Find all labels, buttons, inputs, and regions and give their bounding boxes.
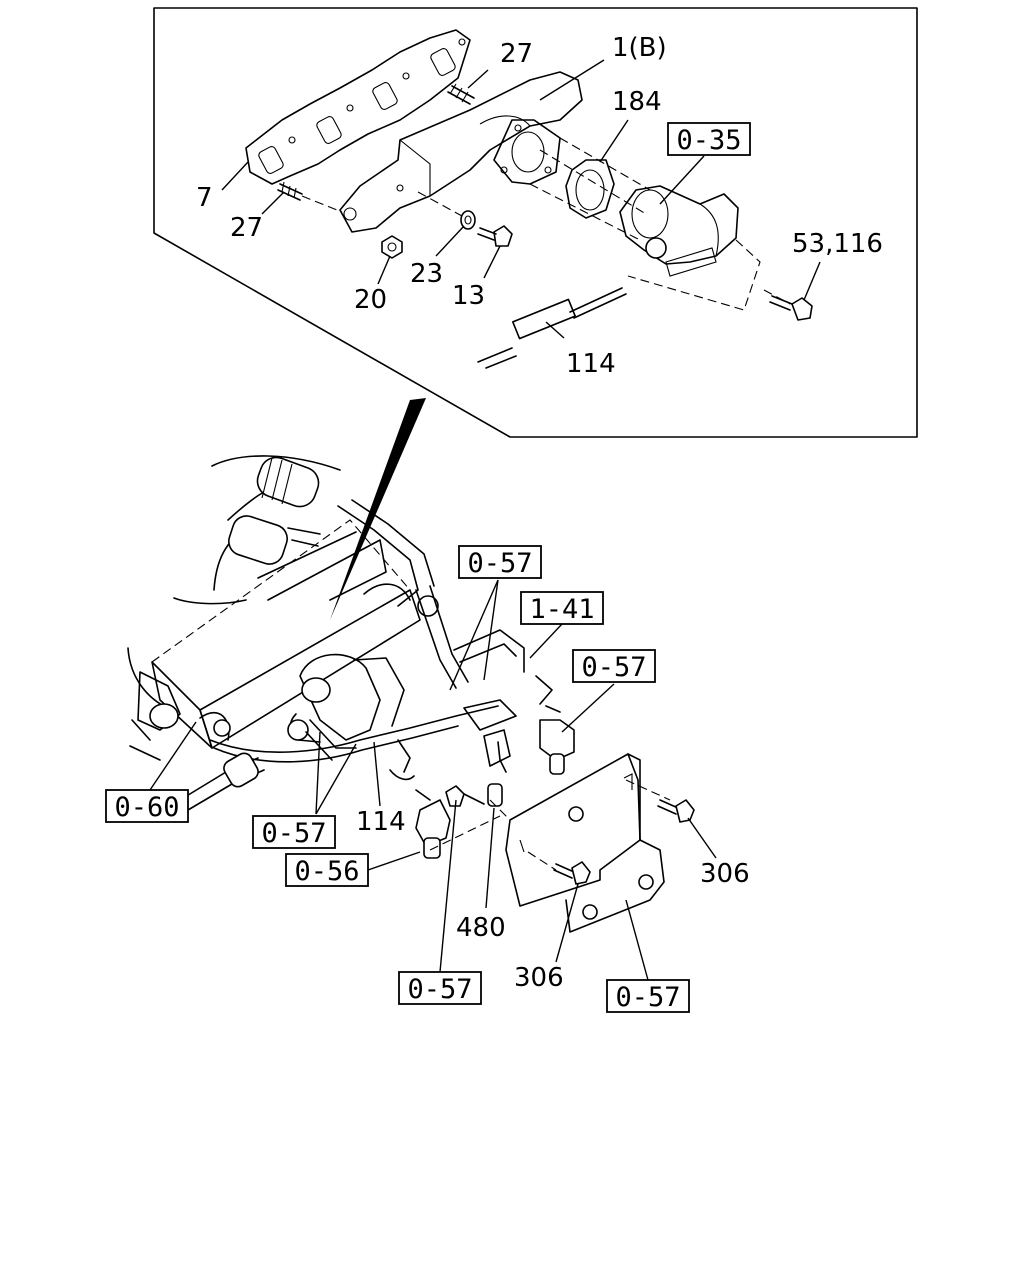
stud-part-27-left bbox=[277, 181, 303, 201]
ref-box-0-57-bottom-left: 0-57 bbox=[398, 971, 482, 1005]
svg-text:0-60: 0-60 bbox=[114, 792, 179, 823]
callout-306-bottom: 306 bbox=[514, 963, 564, 993]
ref-box-0-57-bottom-right: 0-57 bbox=[606, 979, 690, 1013]
leader-lines bbox=[149, 59, 821, 981]
callout-480: 480 bbox=[456, 913, 506, 943]
callout-306-right: 306 bbox=[700, 859, 750, 889]
callout-114-top: 114 bbox=[566, 349, 616, 379]
ref-box-0-57-upper: 0-57 bbox=[458, 545, 542, 579]
callout-7: 7 bbox=[196, 183, 213, 213]
svg-text:1-41: 1-41 bbox=[529, 594, 594, 625]
callout-184: 184 bbox=[612, 87, 662, 117]
bolt-part-13 bbox=[477, 225, 513, 247]
svg-text:0-57: 0-57 bbox=[467, 548, 532, 579]
part-callouts: 27 1(B) 184 7 27 53,116 23 13 20 114 114… bbox=[196, 33, 883, 993]
callout-27-top: 27 bbox=[500, 39, 533, 69]
callout-20: 20 bbox=[354, 285, 387, 315]
detail-inset-frame bbox=[153, 7, 918, 438]
callout-53-116: 53,116 bbox=[792, 229, 883, 259]
exhaust-manifold-part-1b bbox=[339, 71, 583, 233]
callout-1b: 1(B) bbox=[612, 33, 667, 63]
callout-13: 13 bbox=[452, 281, 485, 311]
callout-114-bottom: 114 bbox=[356, 807, 406, 837]
callout-27-left: 27 bbox=[230, 213, 263, 243]
gasket-part-184 bbox=[565, 159, 615, 219]
ref-box-0-35: 0-35 bbox=[667, 122, 751, 156]
svg-text:0-57: 0-57 bbox=[407, 974, 472, 1005]
gasket-part-7 bbox=[245, 29, 471, 185]
svg-text:0-57: 0-57 bbox=[581, 652, 646, 683]
alignment-dashes-detail bbox=[301, 137, 791, 311]
svg-text:0-57: 0-57 bbox=[261, 818, 326, 849]
callout-23: 23 bbox=[410, 259, 443, 289]
ref-box-0-60: 0-60 bbox=[105, 789, 189, 823]
engine-assembly bbox=[127, 455, 695, 933]
detail-pointer-wedge bbox=[330, 398, 426, 620]
bolt-part-53-116 bbox=[769, 295, 813, 321]
ref-box-0-57-right: 0-57 bbox=[572, 649, 656, 683]
svg-text:0-35: 0-35 bbox=[676, 125, 741, 156]
svg-text:0-56: 0-56 bbox=[294, 856, 359, 887]
ref-box-0-56: 0-56 bbox=[285, 853, 369, 887]
ref-box-1-41: 1-41 bbox=[520, 591, 604, 625]
reference-boxes: 0-35 0-57 1-41 0-57 0-60 0-57 0-56 0-57 bbox=[105, 122, 751, 1013]
exhaust-brake-housing bbox=[619, 185, 739, 277]
rod-part-114 bbox=[477, 287, 627, 369]
svg-text:0-57: 0-57 bbox=[615, 982, 680, 1013]
nut-part-20 bbox=[381, 235, 403, 259]
stud-part-27-top bbox=[447, 83, 475, 105]
washer-part-23 bbox=[460, 210, 476, 230]
ref-box-0-57-left: 0-57 bbox=[252, 815, 336, 849]
